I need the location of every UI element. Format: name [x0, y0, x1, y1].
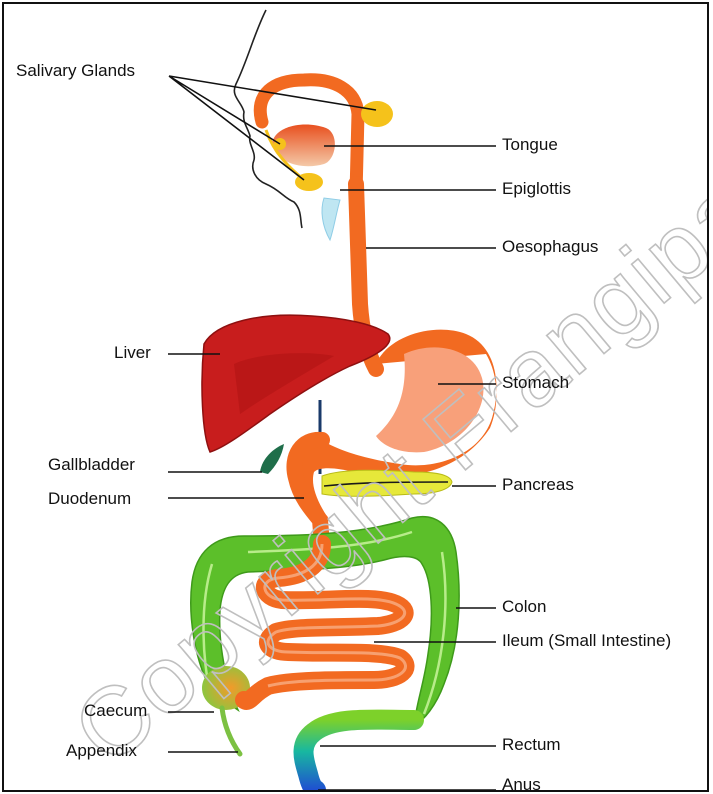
salivary-gland-parotid [361, 101, 393, 127]
label-salivary-glands: Salivary Glands [16, 61, 135, 80]
digestive-system-diagram: Copyright Frangipani Media Salivary Glan… [4, 4, 707, 790]
head-outline [234, 10, 302, 228]
gallbladder-shape [260, 444, 284, 474]
label-epiglottis: Epiglottis [502, 179, 571, 198]
label-appendix: Appendix [66, 741, 137, 760]
label-colon: Colon [502, 597, 546, 616]
label-gallbladder: Gallbladder [48, 455, 135, 474]
label-anus: Anus [502, 775, 541, 790]
label-oesophagus: Oesophagus [502, 237, 598, 256]
label-liver: Liver [114, 343, 151, 362]
liver-shape [202, 315, 390, 452]
rectum-shape [304, 720, 415, 790]
label-pancreas: Pancreas [502, 475, 574, 494]
airway [322, 198, 340, 240]
appendix-shape [222, 708, 240, 754]
label-stomach: Stomach [502, 373, 569, 392]
label-ileum: Ileum (Small Intestine) [502, 631, 671, 650]
label-rectum: Rectum [502, 735, 561, 754]
label-duodenum: Duodenum [48, 489, 131, 508]
label-tongue: Tongue [502, 135, 558, 154]
label-caecum: Caecum [84, 701, 147, 720]
